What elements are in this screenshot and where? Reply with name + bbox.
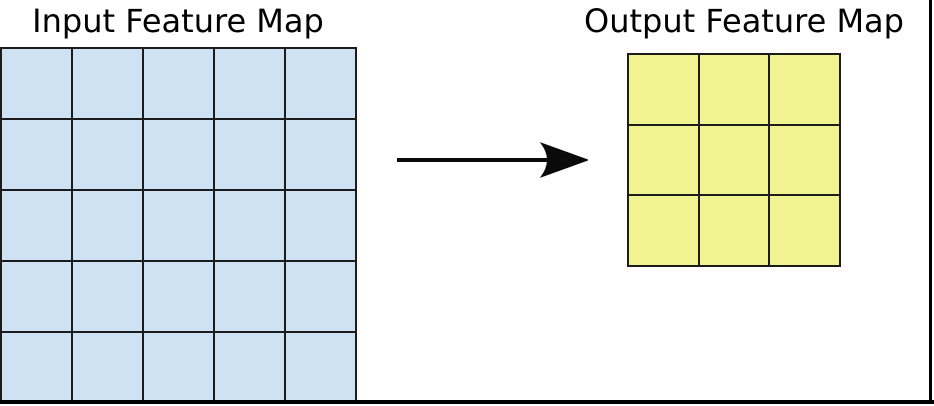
grid-cell bbox=[629, 196, 698, 265]
grid-cell bbox=[73, 120, 142, 189]
grid-cell bbox=[699, 196, 769, 265]
grid-cell bbox=[770, 55, 839, 124]
grid-cell bbox=[286, 191, 355, 260]
grid-cell bbox=[629, 55, 698, 124]
grid-cell bbox=[144, 333, 213, 402]
grid-cell bbox=[2, 333, 71, 402]
grid-cell bbox=[629, 125, 698, 195]
grid-cell bbox=[215, 120, 284, 189]
grid-cell bbox=[770, 196, 839, 265]
grid-cell bbox=[2, 120, 71, 189]
grid-cell bbox=[144, 120, 213, 189]
grid-cell bbox=[144, 49, 213, 118]
grid-cell bbox=[73, 262, 142, 331]
grid-cell bbox=[215, 262, 284, 331]
grid-cell bbox=[699, 125, 769, 195]
grid-cell bbox=[770, 125, 839, 195]
grid-cell bbox=[144, 191, 213, 260]
grid-cell bbox=[215, 333, 284, 402]
grid-cell bbox=[73, 191, 142, 260]
grid-cell bbox=[2, 262, 71, 331]
grid-cell bbox=[699, 55, 769, 124]
grid-cell bbox=[144, 262, 213, 331]
grid-cell bbox=[286, 333, 355, 402]
grid-cell bbox=[286, 262, 355, 331]
figure-border-right bbox=[929, 0, 932, 404]
output-feature-map-grid bbox=[627, 53, 841, 267]
output-map-title: Output Feature Map bbox=[584, 2, 904, 40]
grid-cell bbox=[286, 49, 355, 118]
transform-arrow-icon bbox=[397, 141, 588, 179]
grid-cell bbox=[215, 191, 284, 260]
grid-cell bbox=[2, 49, 71, 118]
input-feature-map-grid bbox=[0, 47, 357, 404]
grid-cell bbox=[2, 191, 71, 260]
grid-cell bbox=[73, 333, 142, 402]
grid-cell bbox=[215, 49, 284, 118]
figure-border-bottom bbox=[0, 400, 934, 404]
grid-cell bbox=[286, 120, 355, 189]
input-map-title: Input Feature Map bbox=[32, 2, 324, 40]
grid-cell bbox=[73, 49, 142, 118]
